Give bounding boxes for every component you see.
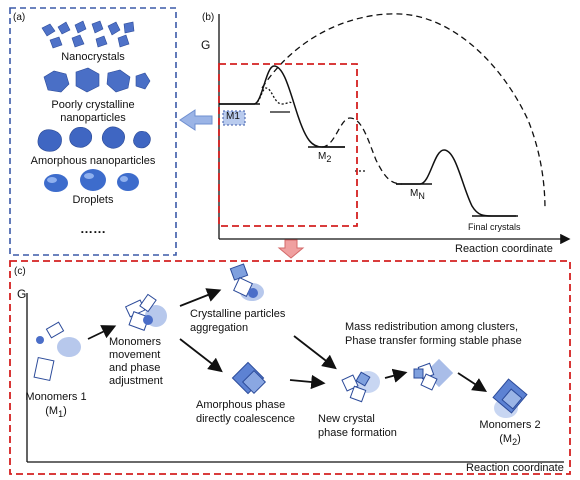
arrow-to-panel-a (179, 109, 213, 131)
m1-box (222, 110, 246, 126)
nanocrystals-label: Nanocrystals (61, 51, 125, 63)
movement-label: Monomers movement and phase adjustment (109, 336, 163, 387)
m2-label: M2 (318, 151, 332, 164)
droplets-label: Droplets (72, 194, 114, 206)
crystalline-label: Crystalline particles aggregation (190, 308, 286, 334)
panel-c-x-axis-label: Reaction coordinate (466, 462, 564, 474)
amorphous-nanoparticles-label: Amorphous nanoparticles (30, 155, 156, 167)
poorly-crystalline-label: Poorly crystalline (51, 99, 135, 111)
monomers2-shapes (492, 378, 528, 418)
panel-b-x-axis-label: Reaction coordinate (455, 243, 553, 255)
new-crystal-shapes (341, 371, 380, 403)
monomers1-label: Monomers 1 (M1) (25, 391, 87, 419)
new-crystal-label: New crystal phase formation (318, 413, 397, 439)
coalescence-shapes (231, 361, 267, 395)
panel-a-frame (9, 7, 177, 256)
amorphous-shapes (37, 126, 151, 152)
energy-curve-m2-mn (321, 117, 403, 185)
mn-label: MN (410, 188, 425, 201)
energy-curve-mn-final (396, 149, 516, 217)
energy-curve-m1-m2 (219, 65, 345, 148)
panel-b-label: (b) (202, 12, 215, 23)
amorphous-label: Amorphous phase directly coalescence (196, 399, 296, 425)
droplet-shapes (44, 169, 139, 192)
intermediate-path (253, 87, 293, 105)
nanocrystal-shapes (41, 20, 135, 49)
arrow-to-panel-c (277, 239, 305, 259)
redistribution-shapes (413, 358, 454, 391)
panel-c-label: (c) (14, 266, 26, 277)
more-ellipsis: …… (80, 221, 106, 236)
crystalline-shapes (229, 263, 264, 301)
movement-shapes (124, 293, 167, 331)
panel-c-frame (9, 260, 571, 475)
poorly-crystalline-shapes (43, 67, 151, 93)
panel-b-y-axis-label: G (201, 38, 211, 52)
process-arrows (87, 288, 488, 392)
panel-c-y-axis-label: G (17, 287, 27, 301)
monomers1-shapes (33, 321, 81, 382)
monomers2-label: Monomers 2 (M2) (479, 419, 541, 447)
poorly-crystalline-label-2: nanoparticles (60, 112, 126, 124)
mass-redistribution-label: Mass redistribution among clusters, Phas… (345, 321, 522, 347)
final-crystals-label: Final crystals (468, 222, 521, 232)
m1-label: M1 (226, 111, 240, 122)
selection-frame (218, 63, 358, 227)
uncatalyzed-energy-curve (261, 13, 546, 211)
panel-a-label: (a) (13, 12, 26, 23)
